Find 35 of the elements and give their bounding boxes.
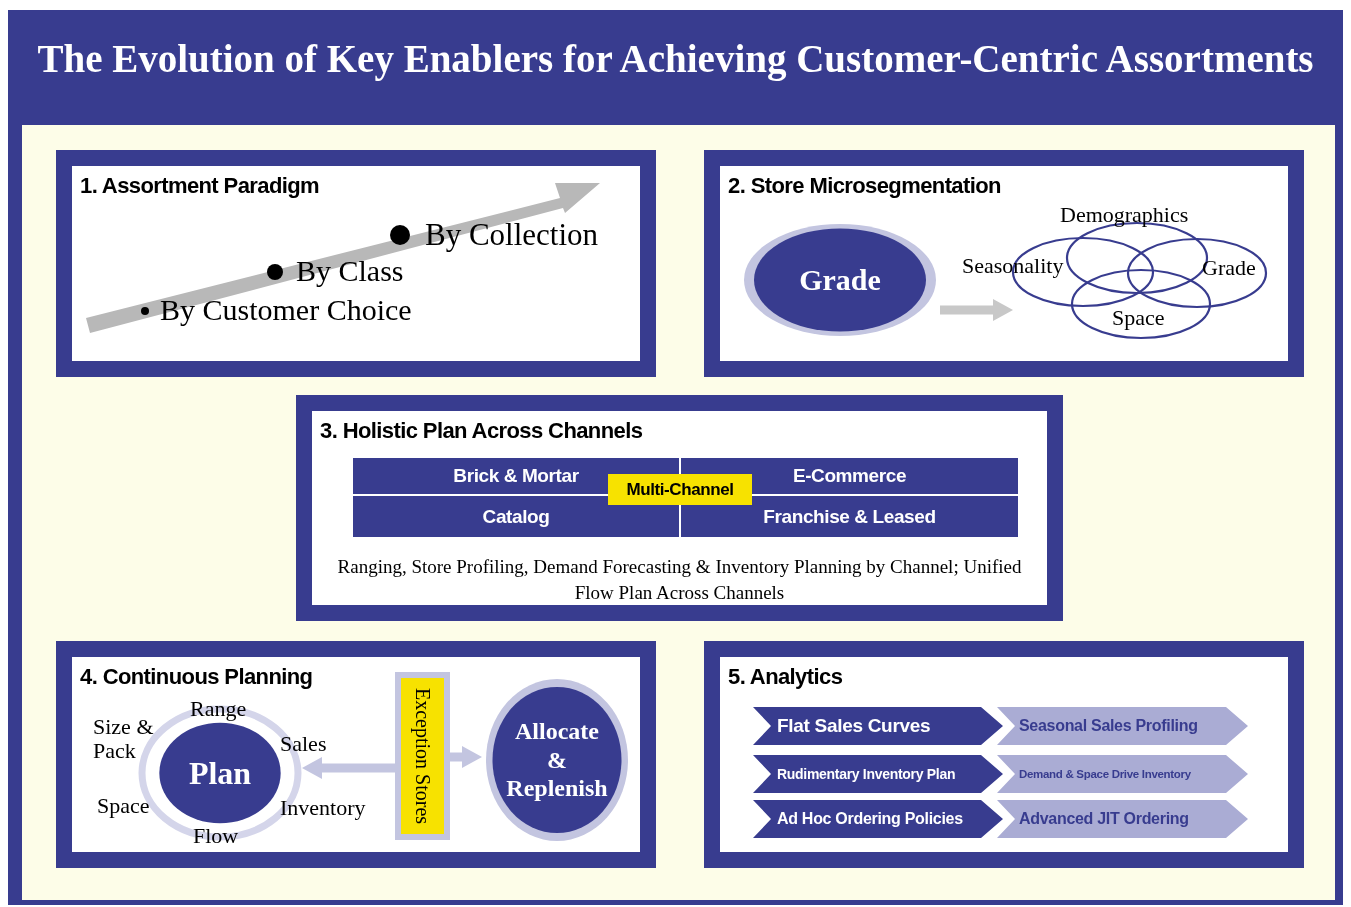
plan-factor-label: Range	[190, 697, 247, 722]
section-panel	[704, 150, 1304, 377]
paradigm-label: By Customer Choice	[160, 293, 412, 326]
title-text: The Evolution of Key Enablers for Achieving Customer-Centric Assortments	[36, 36, 1315, 81]
chevron-banner: Flat Sales Curves	[753, 707, 1003, 745]
arrow	[302, 757, 395, 779]
section-panel	[296, 395, 1063, 621]
exception-stores-bar: Exception Stores	[395, 672, 450, 840]
chevron-banner: Rudimentary Inventory Plan	[753, 755, 1003, 793]
section-heading: 4. Continuous Planning	[80, 664, 313, 690]
plan-factor-label: Flow	[193, 824, 239, 849]
section-panel	[704, 641, 1304, 868]
chevron-banner: Seasonal Sales Profiling	[997, 707, 1248, 745]
channel-cell: Franchise & Leased	[681, 496, 1018, 537]
section-heading: 1. Assortment Paradigm	[80, 173, 320, 199]
section-heading: 2. Store Microsegmentation	[728, 173, 1001, 199]
paradigm-label: By Collection	[425, 218, 599, 253]
plan-factor-label: Sales	[280, 732, 327, 757]
plan-factor-label: Space	[97, 794, 150, 819]
section-heading: 5. Analytics	[728, 664, 843, 690]
multi-channel-tag: Multi-Channel	[608, 474, 752, 505]
arrow	[940, 299, 1013, 321]
chevron-banner: Advanced JIT Ordering	[997, 800, 1248, 838]
chevron-banner: Ad Hoc Ordering Policies	[753, 800, 1003, 838]
description-text: Ranging, Store Profiling, Demand Forecasting & Inventory Planning by Channel; Unified Flow Plan Across Channels	[336, 555, 1023, 605]
section-panel	[56, 641, 656, 868]
chevron-banner: Demand & Space Drive Inventory	[997, 755, 1248, 793]
venn-ellipse: Grade	[1126, 238, 1268, 310]
arrow	[450, 746, 482, 768]
plan-factor-label: Size & Pack	[93, 715, 155, 764]
section-panel	[56, 150, 656, 377]
section-heading: 3. Holistic Plan Across Channels	[320, 418, 643, 444]
plan-factor-label: Inventory	[280, 796, 366, 821]
paradigm-label: By Class	[296, 254, 404, 287]
channel-cell: Catalog	[353, 496, 679, 537]
